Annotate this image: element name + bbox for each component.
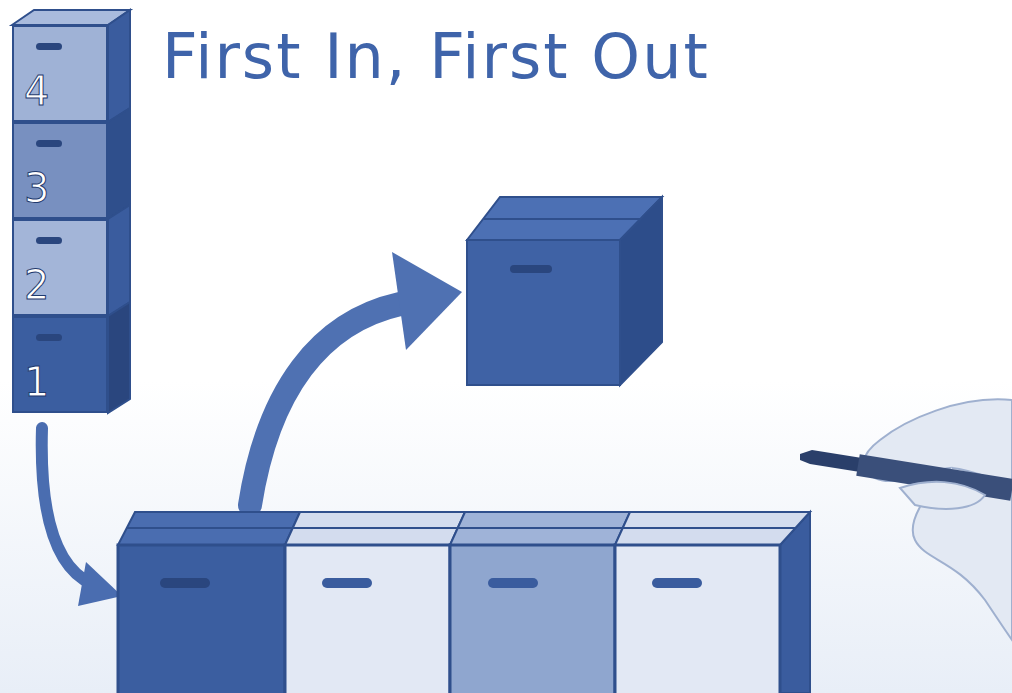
box-handle xyxy=(510,265,552,273)
box-side xyxy=(108,10,130,122)
box-seam xyxy=(623,527,795,529)
box-top xyxy=(118,512,300,545)
hand xyxy=(864,399,1012,640)
title: First In, First Out xyxy=(162,20,710,94)
box-side xyxy=(108,302,130,413)
box-handle xyxy=(652,578,702,588)
arrow-head xyxy=(78,562,122,606)
curved-arrow xyxy=(42,428,92,584)
box-top xyxy=(285,512,465,545)
box-front xyxy=(615,545,780,693)
box-side xyxy=(620,197,662,385)
box-handle xyxy=(36,334,62,341)
box-front xyxy=(450,545,615,693)
box-front xyxy=(467,240,620,385)
box-top xyxy=(615,512,810,545)
box-number: 3 xyxy=(24,168,98,208)
box-handle xyxy=(160,578,210,588)
box-number: 2 xyxy=(24,265,98,305)
box-handle xyxy=(36,43,62,50)
arrow-head xyxy=(392,252,462,350)
curved-arrow xyxy=(250,304,400,505)
box-side xyxy=(108,108,130,219)
box-handle xyxy=(322,578,372,588)
numbered-box: 2 xyxy=(12,219,108,316)
numbered-box: 3 xyxy=(12,122,108,219)
box-seam xyxy=(458,527,622,529)
box-number: 1 xyxy=(24,362,98,402)
box-handle xyxy=(488,578,538,588)
box-top xyxy=(450,512,630,545)
box-seam xyxy=(126,527,292,529)
box-handle xyxy=(36,237,62,244)
box-front xyxy=(118,545,285,693)
box-seam xyxy=(484,218,641,220)
box-number: 4 xyxy=(24,71,98,111)
box-handle xyxy=(36,140,62,147)
box-side xyxy=(108,205,130,316)
numbered-box: 4 xyxy=(12,25,108,122)
marker-tip xyxy=(800,450,862,472)
thumb xyxy=(900,482,985,509)
box-front xyxy=(285,545,450,693)
box-seam xyxy=(293,527,457,529)
numbered-box: 1 xyxy=(12,316,108,413)
